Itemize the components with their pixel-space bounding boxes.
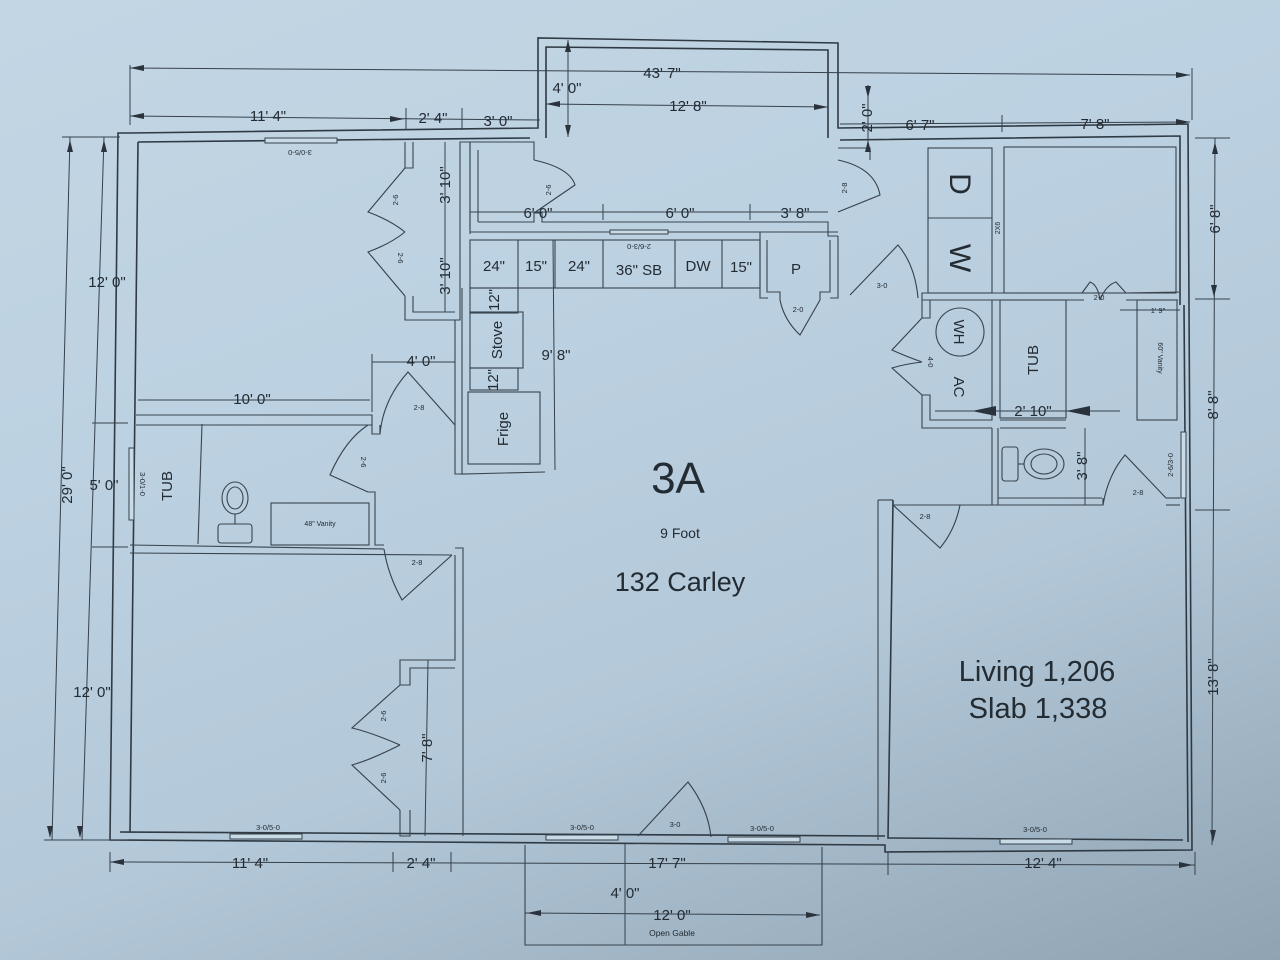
vanity-right-label: 60" Vanity: [1156, 342, 1163, 374]
door-right-entry-tag: 2-8: [840, 183, 849, 194]
cabinet-sink: 36" SB: [616, 262, 662, 279]
ceiling-height: 9 Foot: [660, 525, 700, 541]
dim-kitchen-depth: 9' 8": [541, 347, 570, 364]
dim-bottom-closet: 2' 4": [406, 855, 435, 872]
window-bed2-tag: 3-0/5-0: [256, 823, 280, 832]
window-front-right-tag: 3-0/5-0: [750, 824, 774, 833]
dim-bedroom-width: 10' 0": [233, 391, 270, 408]
cabinet-0: 24": [483, 258, 505, 275]
window-kitchen: [609, 229, 669, 235]
living-area: Living 1,206: [959, 656, 1115, 688]
window-bed1: [264, 137, 338, 144]
dim-bottom-right-room: 12' 4": [1024, 855, 1061, 872]
plan-address: 132 Carley: [615, 567, 746, 597]
fridge-label: Frige: [495, 412, 512, 446]
dim-closet-bottom: 7' 8": [419, 733, 436, 762]
door-bath-tag: 2-6: [359, 457, 368, 468]
dim-right-top: 6' 8": [1207, 204, 1224, 233]
dim-top-hall: 3' 0": [483, 113, 512, 130]
window-kitchen-tag: 2-6/3-0: [627, 242, 651, 251]
window-front-left: [545, 834, 619, 841]
front-door-tag: 3-0: [670, 820, 681, 829]
dim-bump-depth: 4' 0": [552, 80, 581, 97]
dim-kitchen-b: 6' 0": [665, 205, 694, 222]
vanity-left-label: 48" Vanity: [304, 521, 336, 528]
dim-bottom-left-bedroom: 11' 4": [232, 855, 268, 872]
door-utility-tag: 3-0: [877, 281, 888, 290]
stove-label: Stove: [489, 321, 506, 359]
dim-porch-depth: 4' 0": [610, 885, 639, 902]
dim-porch-width: 12' 0": [653, 907, 690, 924]
fixtures: [217, 307, 1065, 946]
dim-right-bottom: 13' 8": [1205, 658, 1222, 695]
door-master-tag: 2-8: [920, 512, 931, 521]
dim-top-laundry: 6' 7": [905, 117, 934, 134]
window-living: [999, 838, 1073, 845]
dim-hall-width: 4' 0": [406, 353, 435, 370]
dim-tub-width: 2' 10": [1014, 403, 1051, 420]
dim-bump-width: 12' 8": [669, 98, 706, 115]
dim-left-bath: 5' 0": [89, 477, 118, 494]
door-closet-right-tag: 2-0: [1094, 293, 1105, 302]
dim-overall-width: 43' 7": [643, 65, 680, 82]
tub-left-label: TUB: [159, 471, 176, 501]
dim-closet-lower: 3' 10": [437, 257, 454, 294]
labels: 43' 7" 4' 0" 12' 8" 11' 4" 2' 4" 3' 0" 6…: [59, 65, 1224, 938]
stove-filler-bottom: 12": [485, 369, 502, 391]
washer-label: W: [943, 244, 976, 273]
window-front-left-tag: 3-0/5-0: [570, 823, 594, 832]
door-laundry-hall-tag: 2-6: [544, 185, 553, 196]
cabinet-dishwasher: DW: [686, 258, 712, 275]
window-bath-left: [128, 447, 135, 521]
window-bed2: [229, 833, 303, 840]
dim-top-right-room: 7' 8": [1080, 116, 1109, 133]
stove-filler-top: 12": [486, 289, 503, 311]
dim-vanity-offset: 1' 9": [1151, 306, 1166, 315]
dim-right-offset: 2' 0": [859, 103, 876, 132]
cabinet-2: 24": [568, 258, 590, 275]
dim-closet-upper: 3' 10": [437, 166, 454, 203]
dim-kitchen-a: 6' 0": [523, 205, 552, 222]
door-pantry-tag: 2-0: [793, 305, 804, 314]
door-mech-tag: 4-0: [926, 357, 935, 368]
doors: [329, 159, 1167, 838]
dim-bottom-great-room: 17' 7": [648, 855, 685, 872]
dim-kitchen-c: 3' 8": [780, 205, 809, 222]
window-bed1-tag: 3-0/5-0: [288, 148, 312, 157]
tub-right-label: TUB: [1025, 345, 1042, 375]
slab-area: Slab 1,338: [969, 693, 1108, 725]
dim-top-closet: 2' 4": [418, 110, 447, 127]
window-bath-right: [1180, 431, 1187, 499]
laundry-wall-note: 2X6: [995, 222, 1002, 235]
cabinet-1: 15": [525, 258, 547, 275]
plan-title: 3A: [651, 454, 705, 503]
ac-label: AC: [950, 377, 967, 398]
closet-door-2a-tag: 2-6: [379, 711, 388, 722]
dryer-label: D: [943, 173, 976, 195]
porch-note: Open Gable: [649, 928, 695, 938]
door-bed1-tag: 2-8: [414, 403, 425, 412]
dim-overall-depth: 29' 0": [59, 466, 76, 503]
door-master-bath-tag: 2-8: [1133, 488, 1144, 497]
window-living-tag: 3-0/5-0: [1023, 825, 1047, 834]
pantry-label: P: [791, 261, 801, 278]
door-bed2-tag: 2-8: [412, 558, 423, 567]
closet-door-1b-tag: 2-6: [396, 253, 405, 264]
dim-right-middle: 8' 8": [1205, 390, 1222, 419]
dimension-arrows: [47, 40, 1218, 918]
window-bath-right-tag: 2-6/3-0: [1166, 453, 1175, 477]
closet-door-2b-tag: 2-6: [379, 773, 388, 784]
dim-toilet-room: 3' 8": [1074, 451, 1091, 480]
windows: [128, 137, 1187, 845]
exterior-walls: [109, 37, 1193, 853]
closet-door-1a-tag: 2-6: [391, 195, 400, 206]
cabinet-5: 15": [730, 259, 752, 276]
window-front-right: [727, 836, 801, 843]
window-bath-left-tag: 3-0/1-0: [138, 472, 147, 496]
dim-left-bedroom-top: 12' 0": [88, 274, 125, 291]
water-heater-label: WH: [950, 320, 967, 345]
dim-top-left-bedroom: 11' 4": [250, 108, 286, 125]
dim-left-bedroom-bottom: 12' 0": [73, 684, 110, 701]
dimension-lines: [44, 40, 1230, 945]
